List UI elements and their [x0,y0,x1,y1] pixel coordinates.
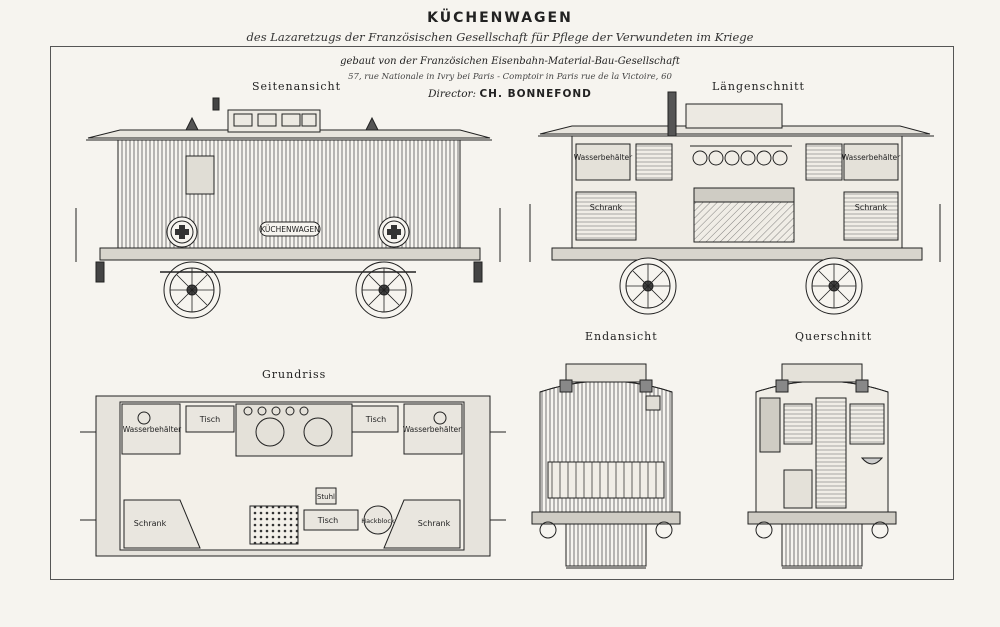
builder-line: gebaut von der Französichen Eisenbahn-Ma… [340,56,680,67]
plan-chopping-block: Hackblock [361,517,395,525]
red-cross-emblem-left [166,216,198,248]
page-subtitle: des Lazaretzugs der Französischen Gesell… [246,30,754,44]
plan-cabinet-left: Schrank [134,519,167,528]
long-water-tank-right: Wasserbehälter [842,153,901,162]
plan-table-left: Tisch [199,415,221,424]
long-cabinet-left: Schrank [590,203,623,212]
page-title: KÜCHENWAGEN [427,10,573,26]
view-title-side: Seitenansicht [252,80,342,93]
side-view-drawing: KÜCHENWAGEN [75,97,501,319]
plan-drawing: Wasserbehälter Wasserbehälter Tisch Tisc… [80,395,506,557]
long-water-tank-left: Wasserbehälter [574,153,633,162]
director-label: Director: [428,88,477,100]
view-title-longitudinal: Längenschnitt [712,80,805,93]
end-view-drawing [531,363,681,569]
view-title-cross: Querschnitt [795,330,873,343]
long-cabinet-right: Schrank [855,203,888,212]
border-frame [50,46,954,580]
plan-chair: Stuhl [317,493,335,501]
plan-water-tank-left: Wasserbehälter [123,425,182,434]
view-title-plan: Grundriss [262,368,327,381]
plan-cabinet-right: Schrank [418,519,451,528]
director-line: Director: CH. BONNEFOND [330,88,690,100]
plan-table-center: Tisch [317,516,339,525]
director-name: CH. BONNEFOND [479,88,592,100]
plan-table-right: Tisch [365,415,387,424]
cross-section-drawing [747,363,897,569]
plan-water-tank-right: Wasserbehälter [403,425,462,434]
hanging-pots [690,145,792,166]
address-line: 57, rue Nationale in Ivry bei Paris - Co… [348,72,672,82]
red-cross-emblem-right [378,216,410,248]
view-title-end: Endansicht [585,330,658,343]
longitudinal-section-drawing: Wasserbehälter Wasserbehälter Schrank Sc… [529,91,941,315]
side-car-name: KÜCHENWAGEN [260,225,320,234]
